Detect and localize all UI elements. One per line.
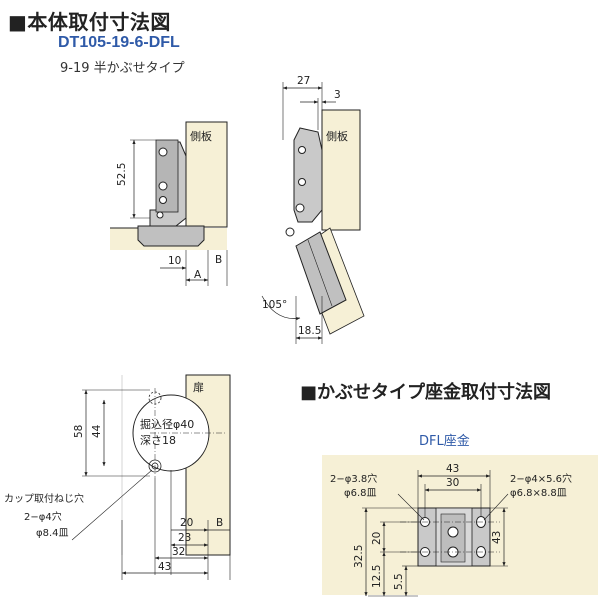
dim-3: 3	[334, 89, 341, 101]
plate-right-counter: φ6.8×8.8皿	[510, 488, 567, 499]
open-hinge-view: 27 3 105° 18.5 側板	[261, 75, 365, 344]
hinge-cup-open	[295, 231, 347, 315]
dim-18-5: 18.5	[298, 325, 321, 337]
plate-model-label: DFL座金	[419, 434, 470, 449]
side-panel-label-left: 側板	[190, 129, 212, 143]
plate-right-holes: 2−φ4×5.6穴	[510, 472, 572, 485]
model-number: DT105-19-6-DFL	[58, 34, 180, 51]
mounting-plate-view: 43 30 43 32.5 20 12.5 5.5 2−φ3.8穴 φ6.8皿 …	[322, 455, 598, 597]
dim-105-deg: 105°	[262, 299, 287, 311]
cup-screw-holes: 2−φ4穴	[24, 510, 62, 523]
dim-B-closed: B	[215, 254, 222, 266]
plate-left-holes: 2−φ3.8穴	[330, 472, 377, 485]
side-panel-right	[321, 109, 361, 231]
dim-30: 30	[446, 477, 459, 489]
side-panel-label-right: 側板	[326, 129, 348, 143]
hinge-cup	[137, 225, 205, 247]
door-label: 扉	[193, 381, 204, 394]
dim-23: 23	[178, 532, 191, 544]
dim-20-cup: 20	[180, 517, 193, 529]
dim-43-cup: 43	[158, 561, 171, 573]
dim-27: 27	[297, 75, 310, 87]
side-panel-left	[185, 121, 228, 228]
plate-section-title: ■かぶせタイプ座金取付寸法図	[300, 382, 552, 403]
cup-screw-title: カップ取付ねじ穴	[4, 492, 84, 505]
dim-58: 58	[73, 425, 85, 438]
dim-A: A	[194, 269, 202, 281]
page-title: ■本体取付寸法図	[8, 10, 171, 34]
cup-bore-diameter: 掘込径φ40	[140, 417, 194, 431]
dim-12-5: 12.5	[371, 565, 383, 588]
dim-52-5: 52.5	[116, 163, 128, 186]
dim-43-plate-height: 43	[491, 531, 503, 544]
dim-32-5: 32.5	[353, 545, 365, 568]
cup-bore-depth: 深さ18	[140, 434, 176, 447]
dim-10: 10	[168, 255, 181, 267]
hinge-type-subtitle: 9-19 半かぶせタイプ	[60, 61, 185, 76]
closed-hinge-view: 52.5 10 A B 側板	[110, 121, 228, 286]
dim-44: 44	[91, 424, 103, 438]
plate-left-counter: φ6.8皿	[344, 488, 377, 499]
dim-5-5: 5.5	[393, 573, 405, 590]
cup-bore-view: 掘込径φ40 深さ18 扉 58 44 20 B 23 32 43 カップ取付ね…	[4, 374, 231, 580]
cup-screw-counter: φ8.4皿	[36, 528, 69, 539]
dim-32: 32	[172, 546, 185, 558]
dim-20-plate: 20	[371, 532, 383, 545]
dim-B-cup: B	[216, 517, 223, 529]
dim-43-plate-width: 43	[446, 463, 459, 475]
